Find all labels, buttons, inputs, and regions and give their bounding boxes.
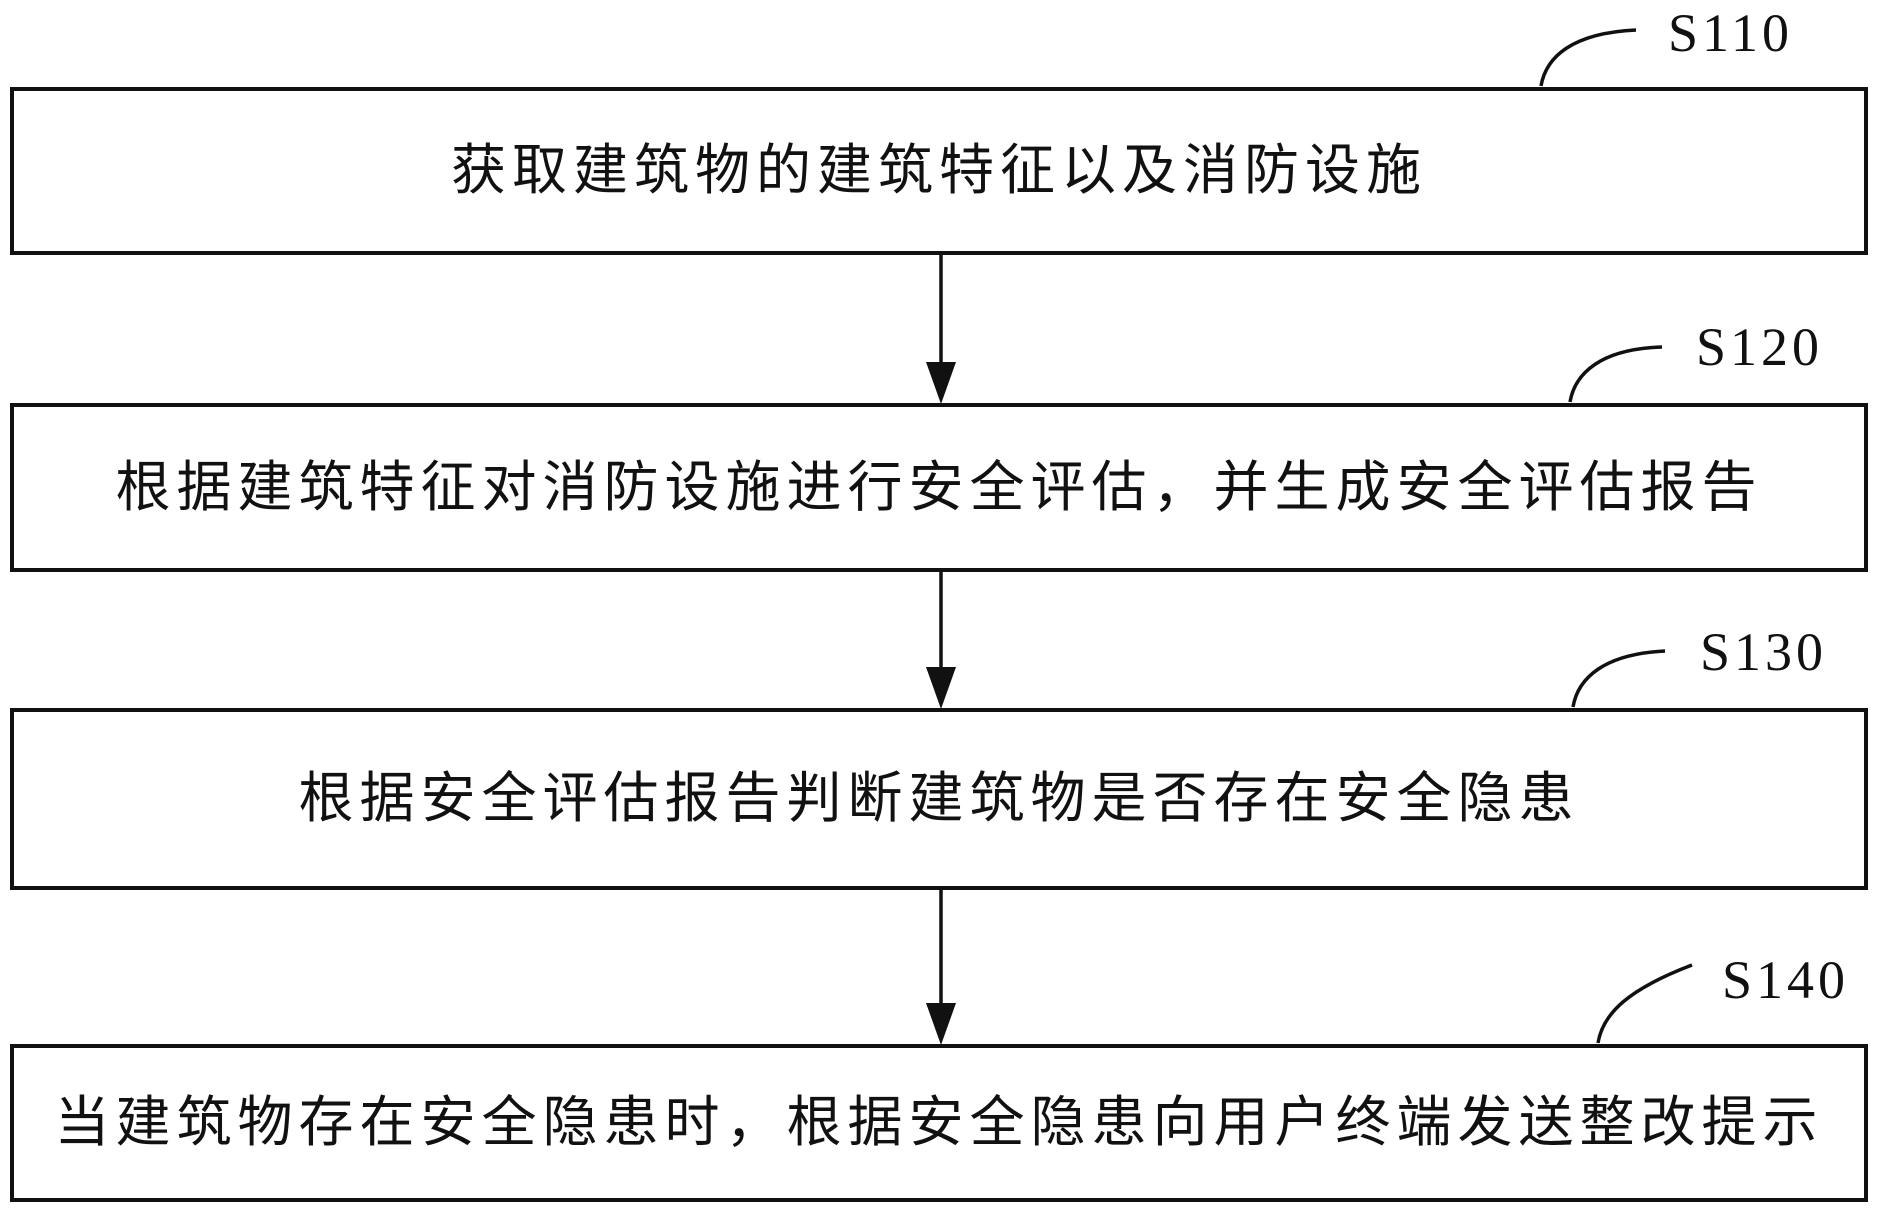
- flow-arrow-1: [926, 255, 956, 404]
- step-box-s110: 获取建筑物的建筑特征以及消防设施: [10, 87, 1868, 255]
- step-box-s120: 根据建筑特征对消防设施进行安全评估，并生成安全评估报告: [10, 403, 1868, 572]
- step-text-s140: 当建筑物存在安全隐患时，根据安全隐患向用户终端发送整改提示: [54, 1092, 1824, 1154]
- step-text-s110: 获取建筑物的建筑特征以及消防设施: [450, 140, 1427, 202]
- step-label-s110: S110: [1668, 3, 1794, 63]
- step-label-s120: S120: [1696, 317, 1824, 377]
- step-label-s130: S130: [1700, 622, 1828, 682]
- leader-curve-s130: [1571, 649, 1666, 708]
- step-label-s140: S140: [1722, 950, 1850, 1010]
- flow-arrow-2: [926, 572, 956, 709]
- leader-curve-s110: [1539, 28, 1637, 87]
- step-box-s140: 当建筑物存在安全隐患时，根据安全隐患向用户终端发送整改提示: [10, 1044, 1868, 1202]
- step-box-s130: 根据安全评估报告判断建筑物是否存在安全隐患: [10, 708, 1868, 890]
- leader-curve-s120: [1568, 345, 1663, 403]
- leader-curve-s140: [1596, 963, 1693, 1044]
- step-text-s120: 根据建筑特征对消防设施进行安全评估，并生成安全评估报告: [115, 456, 1763, 518]
- flow-arrow-3: [926, 890, 956, 1045]
- step-text-s130: 根据安全评估报告判断建筑物是否存在安全隐患: [298, 768, 1580, 830]
